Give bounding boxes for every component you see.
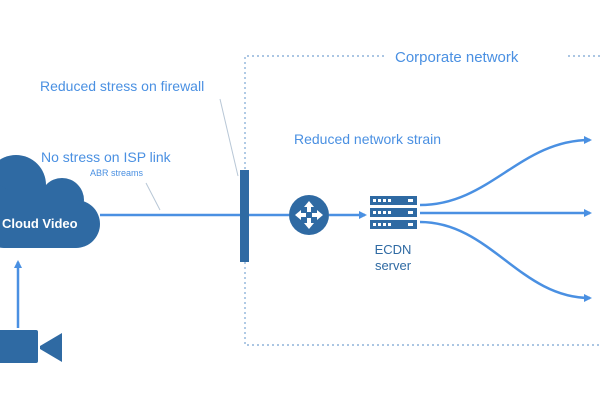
isp-sublabel: ABR streams xyxy=(90,168,144,178)
server-label-line2: server xyxy=(375,258,412,273)
isp-leader-line xyxy=(145,182,161,211)
corporate-network-label: Corporate network xyxy=(395,49,519,66)
output-arrow-top xyxy=(419,136,592,207)
network-strain-label: Reduced network strain xyxy=(294,131,441,147)
router-icon xyxy=(289,195,329,235)
server-icon xyxy=(370,196,417,229)
cloud-label: Cloud Video xyxy=(2,216,78,231)
firewall-label: Reduced stress on firewall xyxy=(40,78,204,94)
firewall-leader-line xyxy=(219,98,239,177)
corporate-network-border xyxy=(244,55,600,346)
cloud-icon xyxy=(0,155,100,248)
isp-label: No stress on ISP link xyxy=(41,149,172,165)
server-label-line1: ECDN xyxy=(375,242,412,257)
camera-icon xyxy=(0,330,62,363)
output-arrow-bottom xyxy=(419,220,592,302)
firewall-icon xyxy=(240,170,249,262)
